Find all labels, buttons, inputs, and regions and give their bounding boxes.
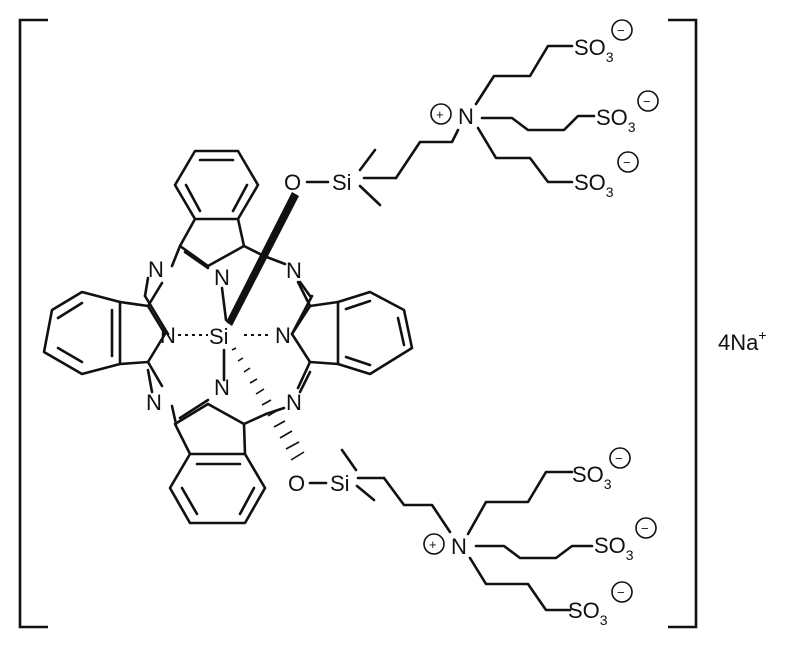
- atom-n-meso-bottom-left: N: [146, 390, 162, 415]
- counterion-label: 4Na+: [718, 327, 767, 355]
- ammonium-charge-lower: [423, 533, 445, 555]
- bottom-isoindole-unit: [168, 398, 268, 525]
- atom-n-upper: N: [458, 104, 474, 129]
- upper-axial-ligand: O Si + N SO3 − SO3 − SO3 −: [284, 19, 659, 207]
- phthalocyanine-core: Si N N N N N N N N: [42, 149, 414, 525]
- so3-bottom-1: SO3: [572, 462, 612, 492]
- atom-n-meso-bottom-right: N: [286, 390, 302, 415]
- atom-n-top: N: [214, 265, 230, 290]
- svg-text:−: −: [643, 94, 651, 109]
- right-isoindole-unit: [290, 280, 414, 390]
- lower-axial-ligand: O Si + N SO3 − SO3 − SO3 −: [288, 447, 657, 628]
- atom-n-meso-top-right: N: [286, 258, 302, 283]
- left-bracket: [18, 18, 48, 629]
- atom-n-right: N: [275, 323, 291, 348]
- top-isoindole-unit: [173, 149, 266, 270]
- svg-text:−: −: [641, 521, 649, 536]
- so3-top-3: SO3: [574, 170, 614, 200]
- charge-plus-upper: +: [436, 107, 444, 122]
- so3-top-1: SO3: [574, 35, 614, 65]
- atom-n-left: N: [160, 323, 176, 348]
- atom-n-bottom: N: [214, 375, 230, 400]
- atom-si-center: Si: [209, 324, 229, 349]
- atom-si-lower: Si: [330, 471, 350, 496]
- so3-bottom-3: SO3: [568, 598, 608, 628]
- atom-si-upper: Si: [332, 170, 352, 195]
- ammonium-charge-upper: [430, 103, 452, 125]
- so3-bottom-2: SO3: [594, 533, 634, 563]
- right-bracket: [668, 18, 698, 629]
- svg-text:−: −: [615, 451, 623, 466]
- charge-plus-lower: +: [429, 537, 437, 552]
- left-isoindole-unit: [42, 281, 170, 388]
- svg-text:−: −: [617, 585, 625, 600]
- atom-n-meso-top-left: N: [148, 257, 164, 282]
- svg-text:−: −: [623, 155, 631, 170]
- hashed-bond: [231, 347, 305, 461]
- svg-text:−: −: [617, 23, 625, 38]
- atom-o-upper: O: [284, 170, 301, 195]
- atom-n-lower: N: [451, 534, 467, 559]
- so3-top-2: SO3: [596, 105, 636, 135]
- atom-o-lower: O: [288, 471, 305, 496]
